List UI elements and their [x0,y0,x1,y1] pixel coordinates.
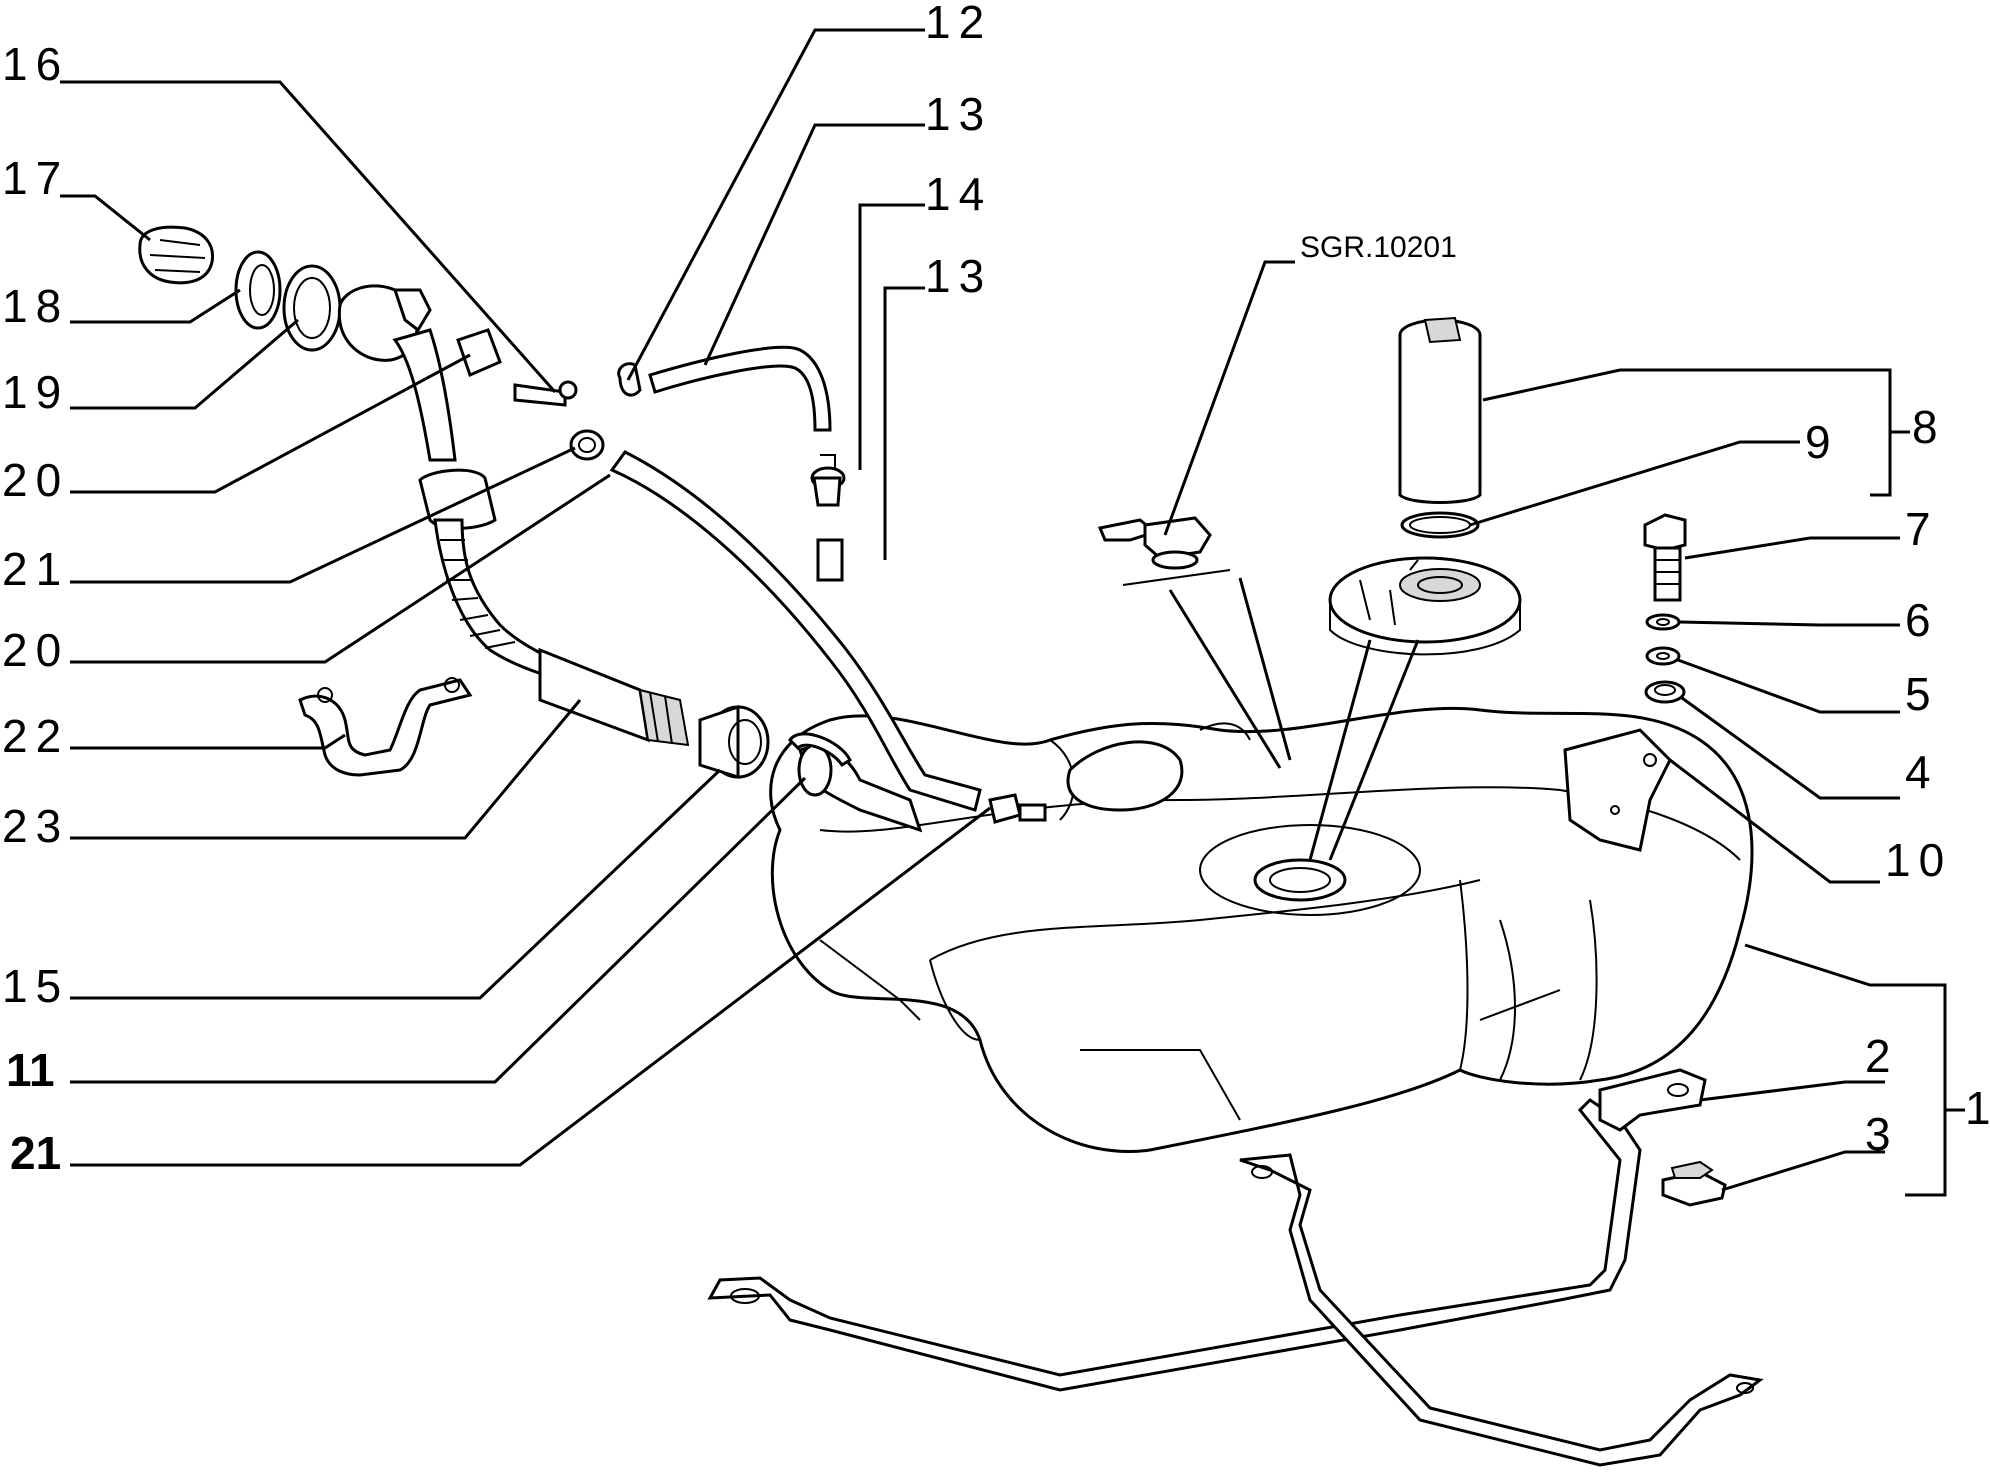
callout-9: 9 [1805,416,1839,468]
washer-part-4 [1644,680,1686,704]
callout-5: 5 [1905,668,1939,720]
filler-pipe-assembly [138,225,1047,833]
callout-20a: 20 [2,454,69,506]
callout-20b: 20 [2,624,69,676]
callout-21a: 21 [2,543,69,595]
washer-part-6 [1645,613,1681,631]
callout-labels: 16 17 18 19 20 21 20 22 23 15 11 21 12 1… [2,0,1990,1179]
callout-19: 19 [2,366,69,418]
callout-8: 8 [1912,401,1946,453]
tank-straps [707,1068,1764,1467]
callout-7: 7 [1905,503,1939,555]
callout-14: 14 [925,168,992,220]
leader-lines [60,28,1965,1197]
callout-6: 6 [1905,594,1939,646]
callout-11: 11 [6,1044,55,1096]
callout-13b: 13 [925,250,992,302]
callout-1: 1 [1965,1082,1990,1134]
reference-code: SGR.10201 [1300,231,1457,264]
callout-15: 15 [2,960,69,1012]
callout-17: 17 [2,152,69,204]
callout-16: 16 [2,38,69,90]
callout-2: 2 [1865,1030,1899,1082]
callout-4: 4 [1905,746,1939,798]
callout-18: 18 [2,280,69,332]
washer-part-5 [1645,646,1681,666]
callout-22: 22 [2,710,69,762]
callout-10: 10 [1885,834,1952,886]
vent-valve [1097,516,1231,586]
callout-21b: 21 [10,1127,61,1179]
callout-3: 3 [1865,1108,1899,1160]
callout-12: 12 [925,0,992,48]
callout-23: 23 [2,800,69,852]
fuel-pump-sender-part-8 [1328,316,1522,656]
nut-part-3 [1661,1160,1727,1207]
callout-13a: 13 [925,88,992,140]
bolt-part-7 [1643,513,1687,602]
fuel-tank [769,706,1754,1153]
